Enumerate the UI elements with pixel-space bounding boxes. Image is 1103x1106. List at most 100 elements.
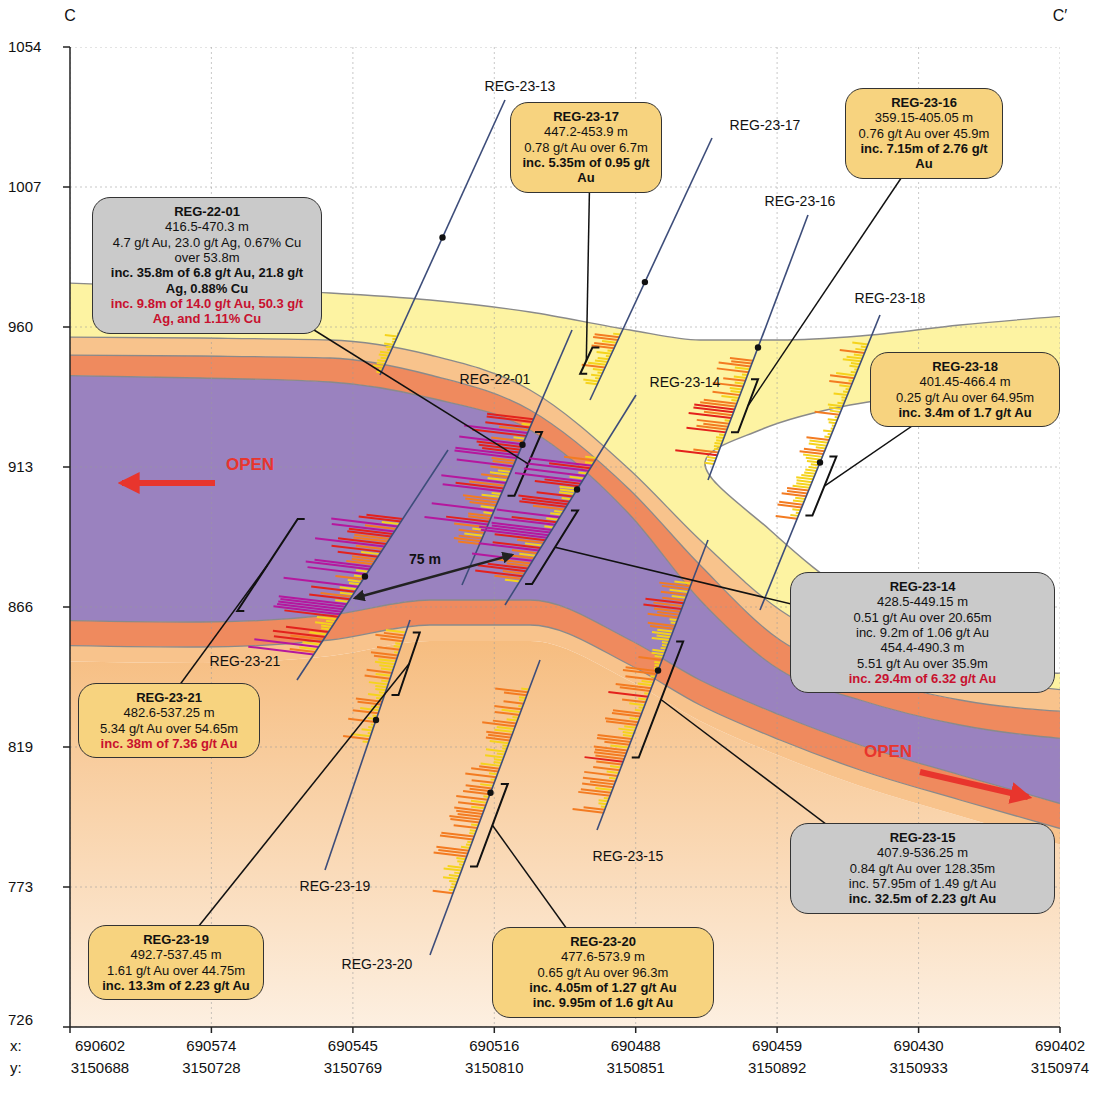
axis-tick [63,746,70,748]
assay-bar [787,491,807,493]
hole-id: REG-23-14 [799,579,1046,594]
assay-bar [583,380,598,382]
assay-bar [734,376,747,378]
axis-tick [352,1027,354,1033]
assay-bar [657,636,671,638]
assay-bar [490,741,509,743]
assay-callout: REG-23-21482.6-537.25 m5.34 g/t Au over … [78,683,260,758]
assay-bar [535,481,579,486]
interval-bracket [580,348,599,374]
axis-value: 690516 [469,1038,519,1055]
drill-hole [380,100,505,375]
assay-text: 0.76 g/t Au over 45.9m [854,126,994,141]
assay-bar [497,753,505,756]
axis-value: 3150851 [606,1060,664,1077]
assay-bar [470,789,491,792]
assay-bar [537,492,573,496]
assay-bar [378,659,396,661]
assay-bar [610,766,621,767]
assay-bar [481,474,508,477]
assay-bar [803,455,822,457]
assay-bar [375,662,395,664]
assay-bar [776,516,797,519]
assay-bar [362,729,373,730]
assay-bar [719,363,751,367]
assay-bar [800,451,824,454]
pierce-point [655,667,661,673]
assay-text: inc. 9.95m of 1.6 g/t Au [501,995,705,1010]
axis-value: 690545 [328,1038,378,1055]
assay-bar [652,653,665,655]
assay-bar [731,361,752,363]
assay-bar [686,428,725,433]
assay-bar [635,709,643,712]
assay-bar [488,478,508,480]
assay-bar [377,362,385,365]
assay-bar [582,783,613,787]
assay-bar [693,408,733,413]
assay-bar [599,800,608,801]
assay-text: 5.34 g/t Au over 54.65m [87,721,251,736]
grid-line [70,47,1060,48]
assay-bar [573,809,604,813]
assay-bar [624,726,636,727]
assay-bar [321,628,330,629]
assay-bar [570,477,584,479]
assay-bar [593,767,620,770]
assay-bar [707,459,715,462]
axis-tick [776,1027,778,1033]
hole-id: REG-23-19 [97,932,255,947]
assay-bar [504,692,527,695]
assay-bar [815,412,840,415]
axis-value: 1007 [8,179,41,196]
assay-bar [456,858,465,859]
assay-bar [368,694,384,696]
assay-bar [804,449,825,451]
assay-bar [513,437,525,438]
assay-bar [321,626,332,627]
assay-bar [638,698,647,699]
axis-line [70,1026,1060,1028]
hole-id: REG-22-01 [101,204,313,219]
assay-bar [829,421,836,424]
assay-bar [594,343,615,346]
assay-bar [274,636,322,642]
assay-bar [849,366,858,367]
assay-bar [648,614,679,618]
assay-bar [448,866,463,868]
hole-name: REG-22-01 [460,372,531,387]
axis-value: 690488 [611,1038,661,1055]
drill-hole [708,215,808,480]
assay-bar [338,552,378,557]
assay-text: 0.51 g/t Au over 20.65m [799,610,1046,625]
assay-callout: REG-23-20477.6-573.9 m0.65 g/t Au over 9… [492,927,714,1018]
assay-callout: REG-23-14428.5-449.15 m0.51 g/t Au over … [790,572,1055,693]
assay-bar [652,632,672,634]
pierce-point [642,279,648,285]
hole-id: REG-23-15 [799,830,1046,845]
assay-bar [463,791,490,794]
axis-tick [635,1027,637,1033]
assay-bar [623,735,633,736]
assay-bar [777,505,801,508]
assay-bar [284,610,338,616]
pierce-point [362,573,368,579]
assay-bar [597,352,612,354]
assay-text: 5.51 g/t Au over 35.9m [799,656,1046,671]
assay-bar [790,514,798,517]
assay-bar [359,516,401,521]
assay-bar [804,472,815,473]
assay-bar [559,492,574,494]
axis-value: 3150769 [324,1060,382,1077]
assay-bar [376,674,391,676]
assay-bar [787,488,809,491]
assay-bar [490,472,510,474]
assay-bar [533,506,565,510]
assay-bar [379,665,394,667]
assay-callout: REG-22-01416.5-470.3 m4.7 g/t Au, 23.0 g… [92,197,322,334]
assay-bar [793,501,804,502]
assay-bar [466,785,492,788]
assay-bar [326,621,335,622]
assay-bar [373,365,384,366]
pierce-point [487,790,493,796]
